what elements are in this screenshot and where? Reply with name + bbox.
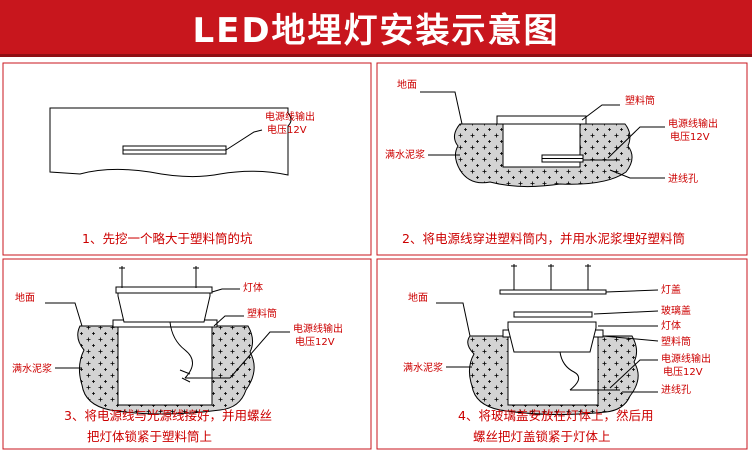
step-2-caption: 2、将电源线穿进塑料筒内，并用水泥浆埋好塑料筒: [402, 231, 685, 246]
label-sleeve-2: 塑料筒: [625, 94, 655, 107]
step-4-caption-line-2: 螺丝把灯盖锁紧于灯体上: [473, 429, 611, 444]
title-banner: LED地埋灯安装示意图: [0, 0, 752, 54]
label-voltage-3: 电压12V: [295, 335, 335, 348]
leader-lamp-body-3: [211, 288, 240, 293]
leader-lamp-cover-4: [605, 289, 659, 293]
label-ground-4: 地面: [408, 291, 428, 304]
panel-3-diagram: [77, 266, 255, 415]
label-cement-2: 满水泥浆: [385, 148, 425, 161]
label-voltage-4: 电压12V: [663, 365, 703, 378]
label-power-line-3: 电源线输出: [293, 322, 343, 335]
label-voltage-2: 电压12V: [670, 130, 710, 143]
leader-ground-2: [420, 91, 463, 125]
leader-glass-4: [593, 310, 659, 315]
label-glass-cover-4: 玻璃盖: [661, 304, 691, 317]
leader-sleeve-2: [581, 104, 620, 121]
leader-ground-3: [45, 302, 83, 327]
leader-sleeve-3: [213, 315, 244, 327]
label-cement-3: 满水泥浆: [12, 362, 52, 375]
label-ground-3: 地面: [15, 291, 35, 304]
leader-sleeve-4: [602, 335, 659, 342]
step-3-caption-line-1: 3、将电源线与光源线接好，并用螺丝: [64, 408, 272, 423]
panel-1-diagram: [49, 107, 292, 178]
leader-hole-2: [609, 169, 665, 179]
panel-4-diagram: [467, 264, 639, 416]
label-ground-2: 地面: [397, 78, 417, 91]
label-lamp-cover-4: 灯盖: [661, 283, 681, 296]
label-power-line-4: 电源线输出: [661, 352, 711, 365]
step-3-caption-line-2: 把灯体锁紧于塑料筒上: [87, 429, 212, 444]
label-lamp-body-3: 灯体: [243, 282, 263, 294]
step-1-caption: 1、先挖一个略大于塑料筒的坑: [82, 231, 253, 246]
label-inlet-hole-4: 进线孔: [661, 383, 691, 396]
banner-divider: [0, 54, 752, 57]
page-title: LED地埋灯安装示意图: [192, 10, 560, 51]
panel-2-diagram: [454, 115, 633, 188]
label-sleeve-4: 塑料筒: [661, 335, 691, 348]
leader-power-2: [607, 126, 665, 159]
label-inlet-hole-2: 进线孔: [668, 172, 698, 185]
label-sleeve-3: 塑料筒: [247, 307, 277, 320]
leader-ground-4: [436, 302, 471, 337]
panel-2-border: [376, 62, 748, 256]
leader-power-4: [609, 359, 658, 389]
panel-3-border: [2, 258, 372, 450]
label-voltage-1: 电压12V: [267, 123, 307, 136]
step-4-caption-line-1: 4、将玻璃盖安放在灯体上，然后用: [458, 408, 653, 423]
label-lamp-body-4: 灯体: [661, 320, 681, 332]
panel-1-border: [2, 62, 372, 256]
label-cement-4: 满水泥浆: [403, 361, 443, 374]
label-power-line-1: 电源线输出: [265, 110, 315, 123]
label-power-line-2: 电源线输出: [668, 117, 718, 130]
leader-power-3: [229, 331, 290, 379]
panel-4-border: [376, 258, 748, 450]
